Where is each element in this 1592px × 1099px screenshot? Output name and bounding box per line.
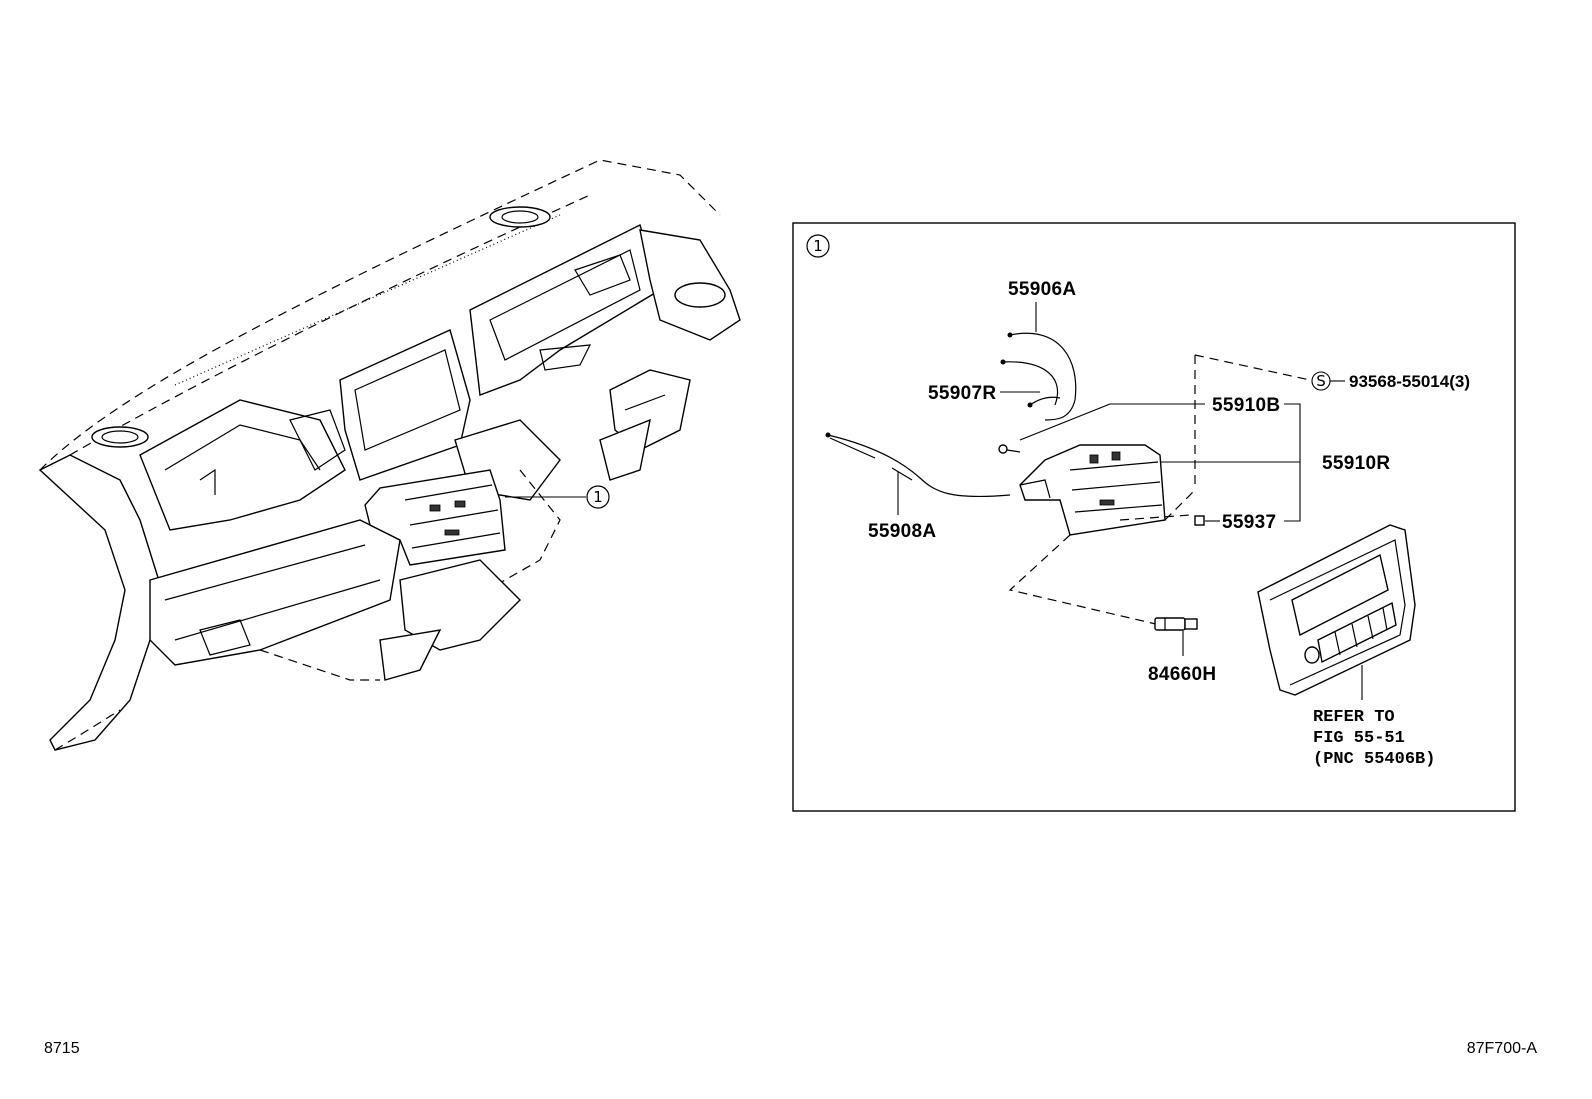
clip-55937-drawing bbox=[1194, 515, 1205, 526]
cable-55908A-drawing bbox=[825, 432, 1011, 498]
part-label-55910R: 55910R bbox=[1322, 453, 1390, 474]
callout-marker-detail: 1 bbox=[813, 237, 823, 255]
part-label-55910B: 55910B bbox=[1212, 395, 1280, 416]
bezel-panel-drawing bbox=[1257, 524, 1416, 696]
part-label-55908A: 55908A bbox=[868, 521, 936, 542]
bracket-55910 bbox=[1284, 403, 1301, 522]
sensor-84660H-drawing bbox=[1154, 617, 1198, 631]
detail-box bbox=[792, 222, 1516, 812]
refer-note-line3: (PNC 55406B) bbox=[1313, 750, 1435, 769]
part-label-55907R: 55907R bbox=[928, 383, 996, 404]
footer-right-code: 87F700-A bbox=[1467, 1040, 1538, 1057]
dashed-line-clip bbox=[1119, 514, 1191, 521]
refer-note-line2: FIG 55-51 bbox=[1313, 729, 1405, 748]
s-marker-circle bbox=[1311, 371, 1331, 391]
part-label-55906A: 55906A bbox=[1008, 279, 1076, 300]
part-label-93568: 93568-55014(3) bbox=[1349, 372, 1470, 391]
instrument-panel-drawing bbox=[38, 159, 741, 751]
callout-circle bbox=[586, 485, 610, 509]
leader-55910B-diag bbox=[1019, 403, 1111, 441]
refer-note-line1: REFER TO bbox=[1313, 708, 1395, 727]
screw-drawing bbox=[998, 444, 1021, 454]
dashed-line-corner bbox=[1164, 489, 1196, 521]
part-label-55937: 55937 bbox=[1222, 512, 1276, 533]
cable-55907R-drawing bbox=[1000, 359, 1061, 408]
s-marker: S bbox=[1316, 372, 1326, 390]
footer-left-code: 8715 bbox=[44, 1040, 80, 1057]
dashed-line-screw bbox=[1194, 354, 1311, 381]
heater-control-assembly-drawing bbox=[1019, 444, 1166, 536]
callout-marker-left: 1 bbox=[593, 488, 603, 506]
cable-55906A-drawing bbox=[1007, 332, 1077, 421]
dashed-line-lower bbox=[1008, 534, 1161, 626]
part-label-84660H: 84660H bbox=[1148, 664, 1216, 685]
detail-circle bbox=[806, 234, 830, 258]
